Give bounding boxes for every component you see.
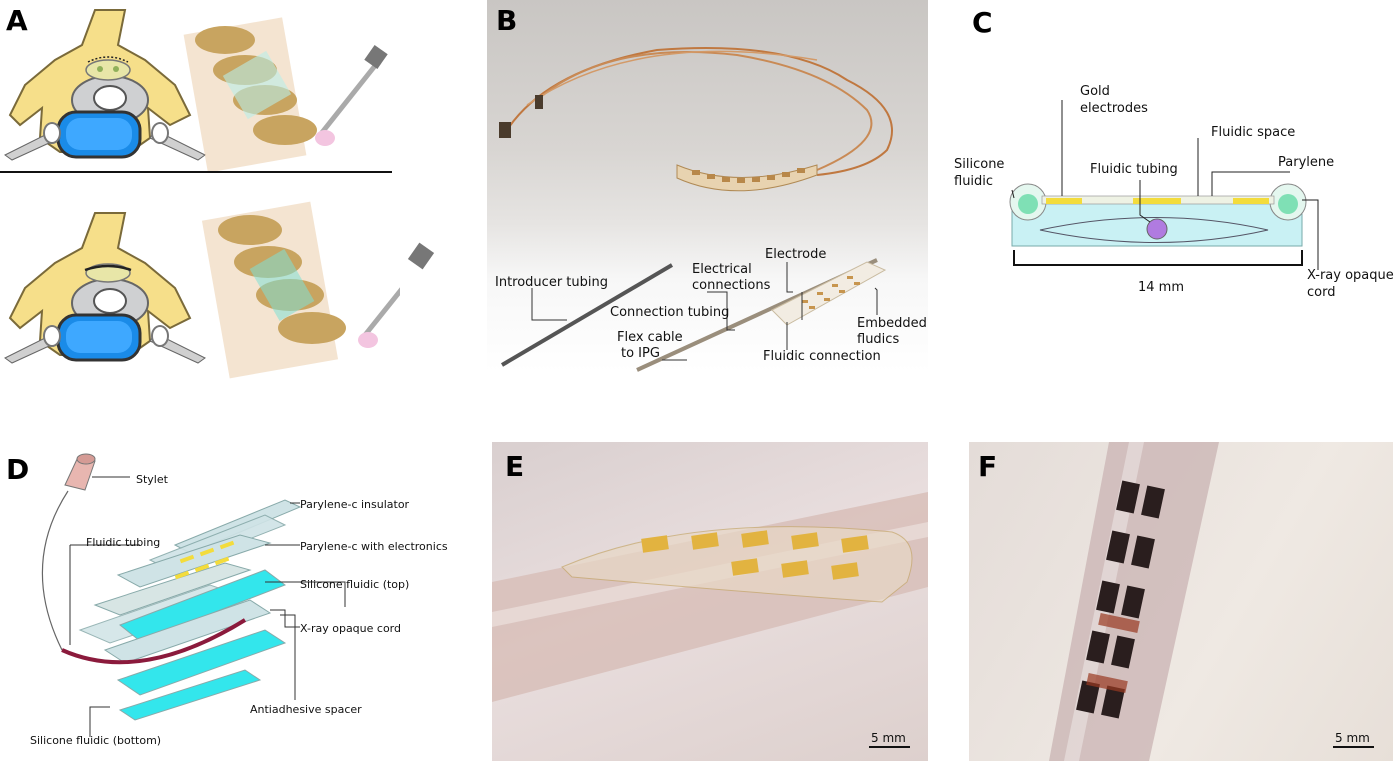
label-parylene-insulator: Parylene-c insulator: [300, 498, 410, 511]
label-stylet: Stylet: [136, 473, 168, 486]
label-flex-cable-1: Flex cable: [617, 330, 683, 345]
label-electrical-connections-2: connections: [692, 278, 771, 293]
vertebra-cross-section-bottom: [4, 212, 206, 364]
label-fluidic-tubing-d: Fluidic tubing: [86, 536, 161, 549]
label-embedded-fluidics-2: fludics: [857, 332, 900, 347]
panel-letter-e: E: [505, 450, 525, 483]
panel-a: A: [0, 0, 400, 380]
panel-c-cross-section: [1009, 100, 1319, 270]
panel-letter-a: A: [6, 4, 28, 37]
panel-e-illustration: [492, 492, 928, 748]
label-gold-electrodes-1: Gold: [1080, 84, 1110, 99]
panel-d-exploded-view: [41, 453, 346, 737]
label-fluidic-tubing-c: Fluidic tubing: [1090, 162, 1178, 177]
label-gold-electrodes-2: electrodes: [1080, 101, 1148, 116]
panel-a-illustration: [0, 9, 400, 379]
label-flex-cable-2: to IPG: [621, 346, 660, 361]
label-electrical-connections-1: Electrical: [692, 262, 752, 277]
panel-e: E 5 mm: [492, 442, 928, 761]
label-xray-cord-d: X-ray opaque cord: [300, 622, 401, 635]
label-xray-cord-1: X-ray opaque: [1307, 268, 1394, 283]
panel-letter-b: B: [496, 4, 518, 37]
label-parylene-electronics: Parylene-c with electronics: [300, 540, 448, 553]
label-silicone-top: Silicone fluidic (top): [300, 578, 410, 591]
label-antiadhesive-spacer: Antiadhesive spacer: [250, 703, 362, 716]
label-fluidic-space: Fluidic space: [1211, 125, 1296, 140]
scale-label-e: 5 mm: [871, 731, 906, 745]
panel-b-illustration: [499, 47, 893, 372]
spine-render-top: [183, 17, 388, 173]
label-fluidic-connection: Fluidic connection: [763, 349, 881, 364]
label-silicone-fluidic-2: fluidic: [954, 174, 994, 189]
label-width: 14 mm: [1138, 280, 1185, 295]
label-connection-tubing: Connection tubing: [610, 305, 730, 320]
label-xray-cord-2: cord: [1307, 285, 1336, 300]
label-silicone-bottom: Silicone fluidic (bottom): [30, 734, 162, 747]
panel-c: C Gold electrodes Fluidic space Silicone…: [950, 0, 1400, 320]
label-introducer-tubing: Introducer tubing: [495, 275, 608, 290]
panel-letter-c: C: [972, 6, 993, 39]
panel-f: F 5 mm: [969, 442, 1393, 761]
needle-cap: [407, 242, 435, 270]
label-electrode: Electrode: [765, 247, 827, 262]
label-parylene: Parylene: [1278, 155, 1335, 170]
spine-render-bottom: [201, 201, 400, 379]
panel-b: B Introducer tubing Electrical connectio…: [487, 0, 928, 372]
panel-letter-d: D: [6, 453, 30, 486]
label-silicone-fluidic-1: Silicone: [954, 157, 1005, 172]
panel-f-illustration: [1049, 442, 1374, 761]
label-embedded-fluidics-1: Embedded: [857, 316, 927, 331]
vertebra-cross-section-top: [4, 9, 206, 161]
panel-letter-f: F: [978, 450, 998, 483]
scale-label-f: 5 mm: [1335, 731, 1370, 745]
panel-d: D Stylet Parylene-c insulator Fluidic tu…: [0, 445, 470, 761]
